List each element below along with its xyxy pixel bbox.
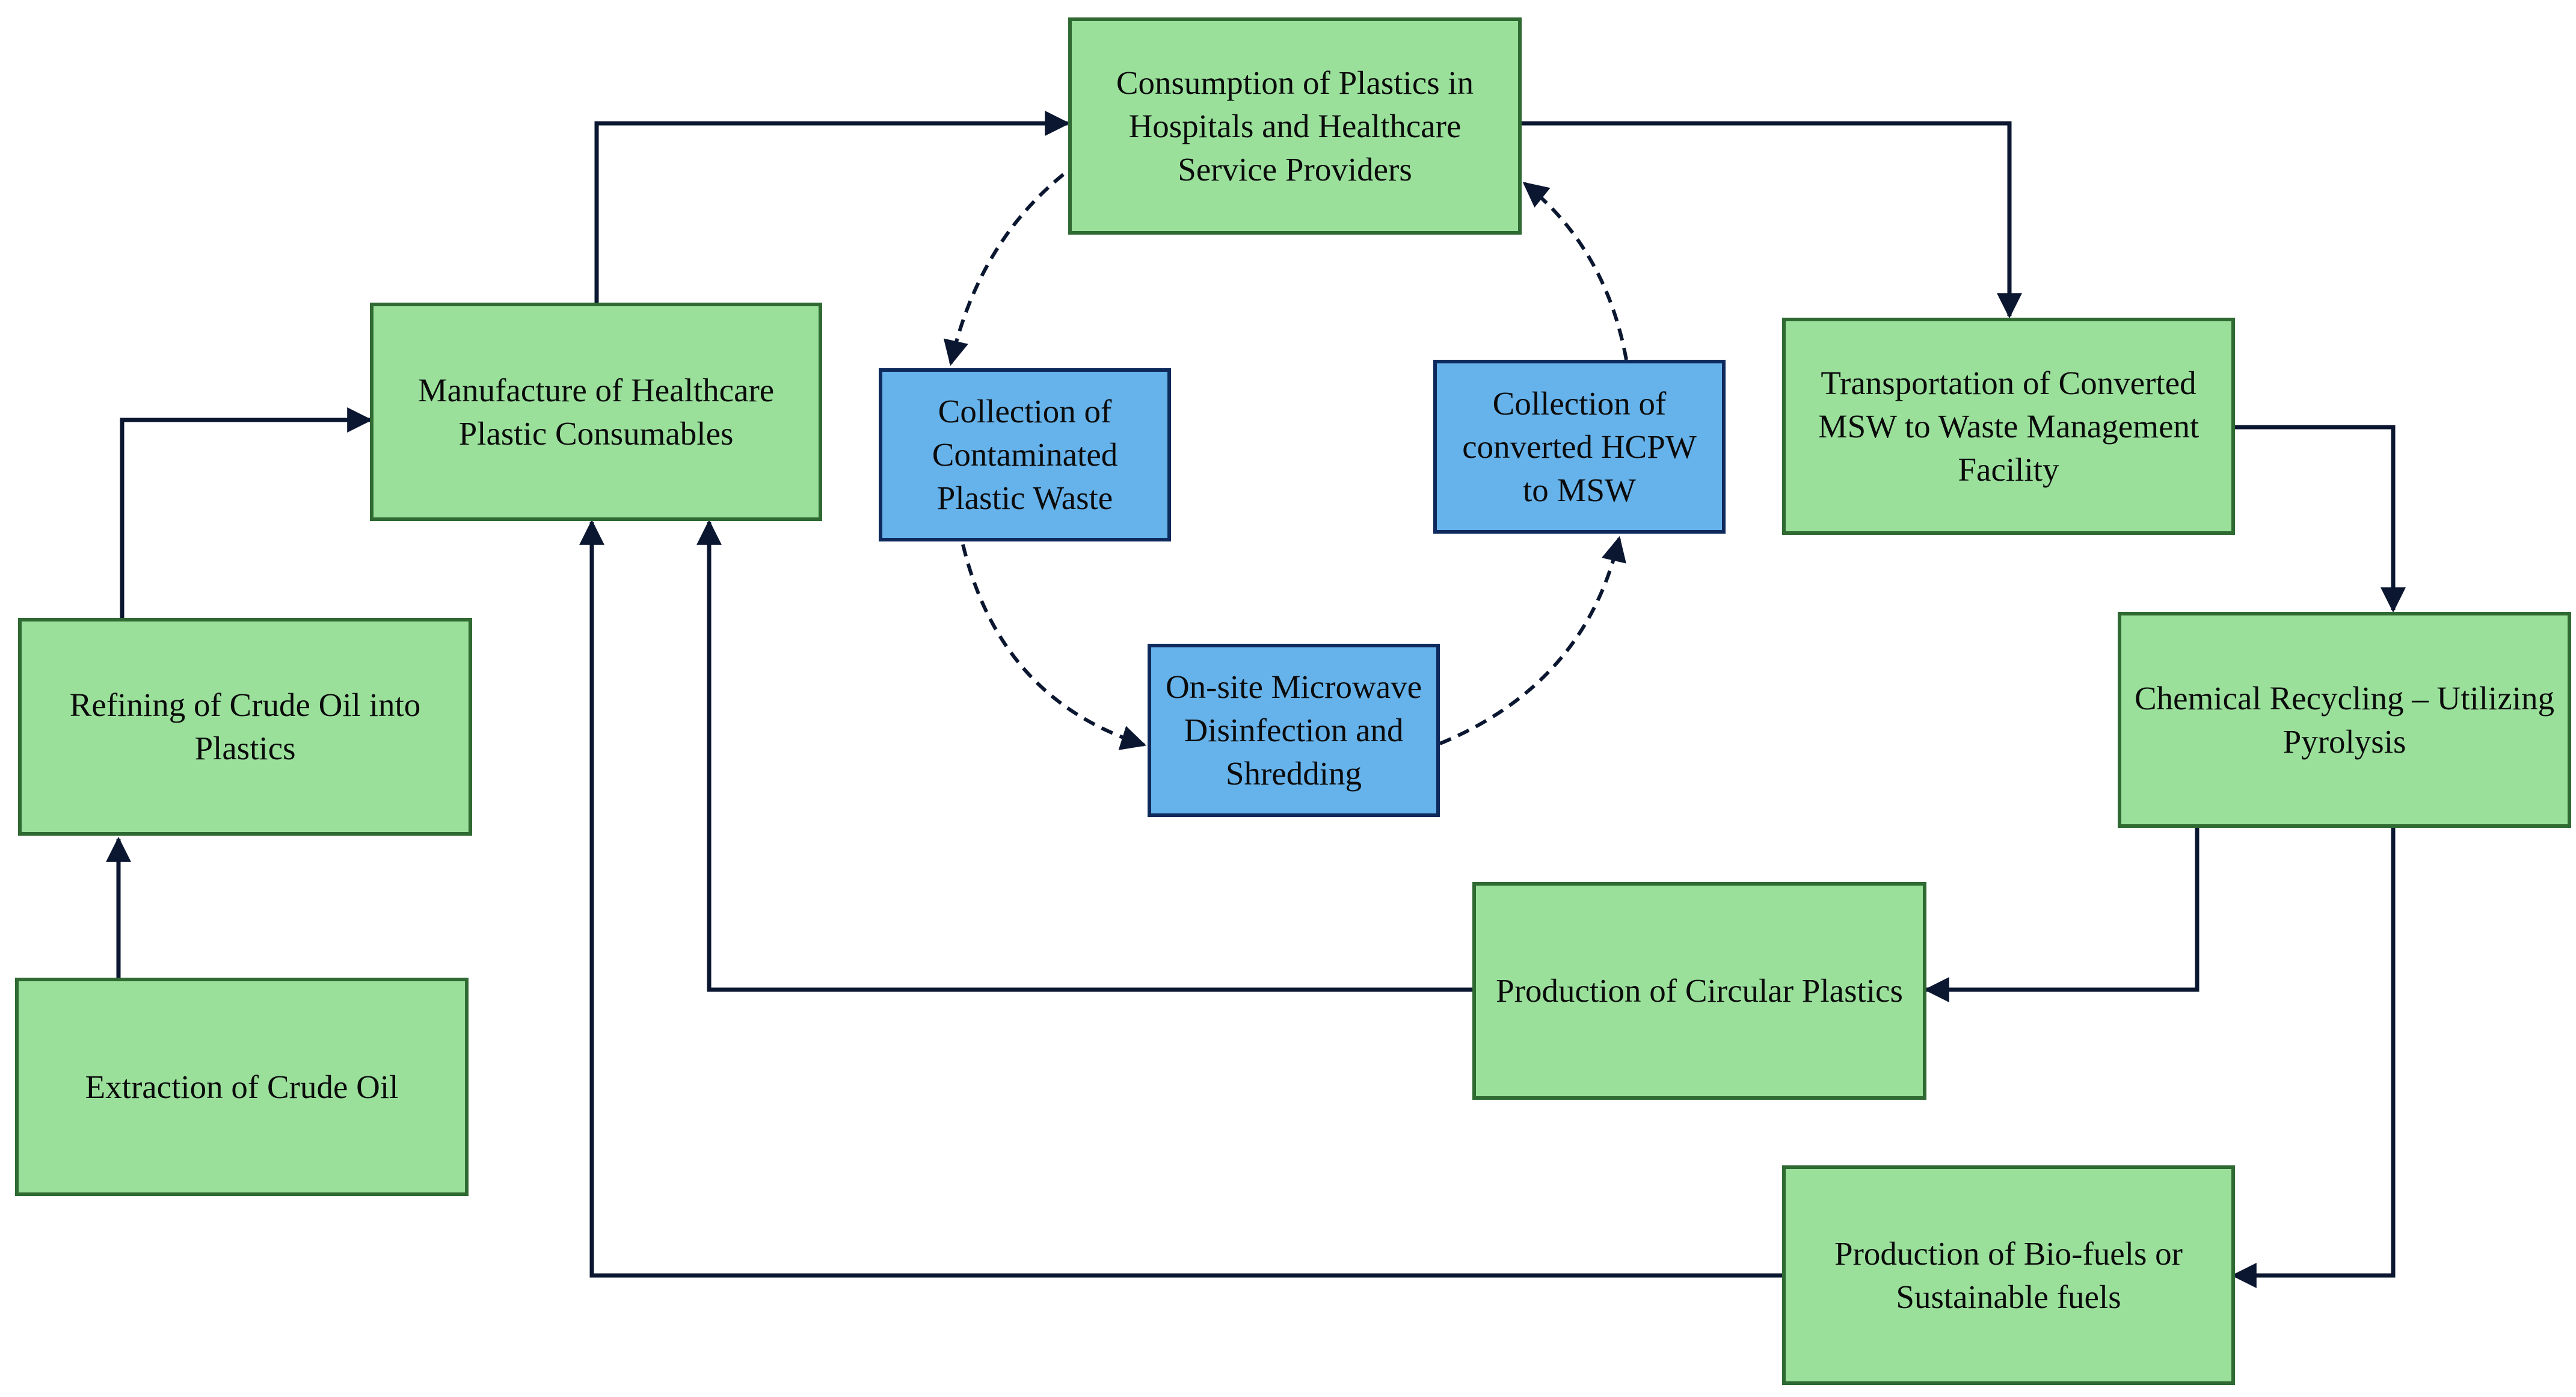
node-manufacture-label: Manufacture of Healthcare Plastic Consum…	[417, 371, 775, 452]
node-manufacture: Manufacture of Healthcare Plastic Consum…	[370, 303, 822, 521]
node-biofuels-label: Production of Bio-fuels or Sustainable f…	[1834, 1235, 2183, 1315]
node-consumption-label: Consumption of Plastics in Hospitals and…	[1116, 64, 1474, 188]
arrow-transportation-to-recycling	[2233, 425, 2406, 613]
arrow-circular-plastics-to-manufacture	[696, 519, 1472, 992]
node-biofuels: Production of Bio-fuels or Sustainable f…	[1782, 1165, 2235, 1385]
arrow-consumption-to-transportation	[1520, 121, 2022, 319]
arrow-recycling-to-biofuels	[2231, 827, 2396, 1288]
node-microwave: On-site Microwave Disinfection and Shred…	[1148, 644, 1440, 817]
node-chemical-recycling: Chemical Recycling – Utilizing Pyrolysis	[2118, 612, 2571, 828]
node-circular-plastics-label: Production of Circular Plastics	[1496, 972, 1903, 1009]
node-collection-contaminated-label: Collection of Contaminated Plastic Waste	[932, 393, 1118, 516]
node-collection-converted: Collection of converted HCPW to MSW	[1433, 360, 1726, 534]
dashed-arrow-consumption-to-collection	[943, 173, 1065, 366]
dashed-arrow-microwave-to-converted	[1439, 535, 1626, 745]
node-collection-converted-label: Collection of converted HCPW to MSW	[1462, 384, 1697, 508]
node-extraction-label: Extraction of Crude Oil	[85, 1068, 399, 1105]
node-consumption: Consumption of Plastics in Hospitals and…	[1068, 17, 1522, 235]
node-transportation-label: Transportation of Converted MSW to Waste…	[1818, 364, 2199, 488]
node-extraction: Extraction of Crude Oil	[15, 978, 469, 1196]
node-transportation: Transportation of Converted MSW to Waste…	[1782, 318, 2235, 535]
dashed-arrow-collection-to-microwave	[961, 544, 1147, 750]
node-chemical-recycling-label: Chemical Recycling – Utilizing Pyrolysis	[2134, 679, 2555, 760]
dashed-arrow-converted-to-consumption	[1522, 182, 1628, 360]
node-refining: Refining of Crude Oil into Plastics	[18, 618, 472, 836]
arrow-recycling-to-circular-plastics	[1923, 827, 2199, 1002]
node-microwave-label: On-site Microwave Disinfection and Shred…	[1165, 668, 1422, 792]
node-refining-label: Refining of Crude Oil into Plastics	[69, 686, 421, 766]
arrow-manufacture-to-consumption	[594, 111, 1071, 303]
node-collection-contaminated: Collection of Contaminated Plastic Waste	[879, 368, 1171, 541]
arrow-biofuels-to-manufacture	[579, 519, 1782, 1278]
node-circular-plastics: Production of Circular Plastics	[1472, 882, 1926, 1100]
arrow-refining-to-manufacture	[120, 407, 373, 618]
